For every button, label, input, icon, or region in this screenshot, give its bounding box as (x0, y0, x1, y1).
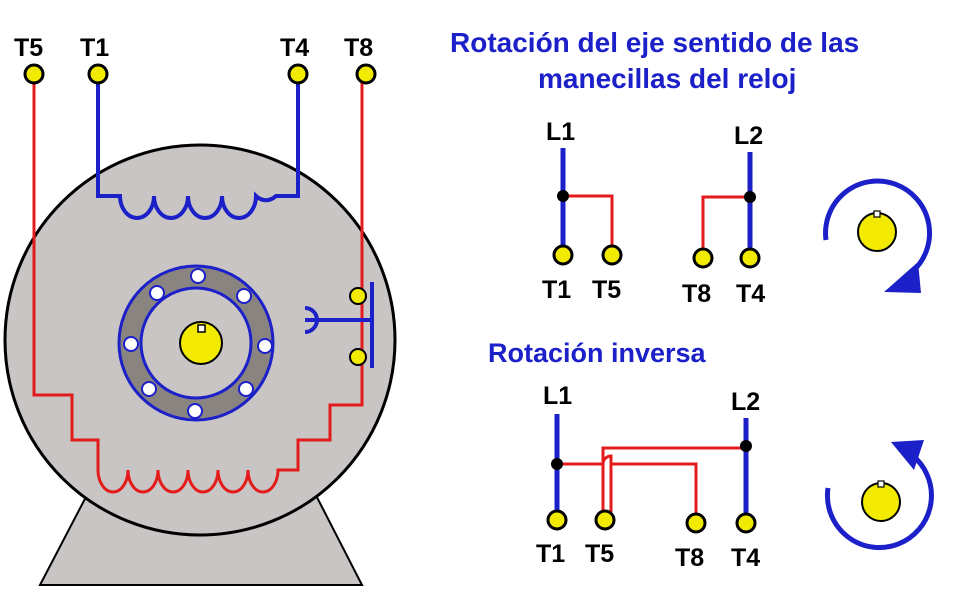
rotor-bolts (123, 268, 273, 419)
terminal-label: T1 (542, 276, 571, 304)
line-label-l1: L1 (543, 382, 572, 410)
junction-dot (551, 458, 563, 470)
terminal-label: T8 (682, 280, 711, 308)
motor-terminal-label: T8 (344, 34, 373, 62)
shaft-key (197, 324, 206, 333)
terminal-t8 (685, 512, 707, 534)
terminal-label: T1 (536, 540, 565, 568)
line-label-l1: L1 (546, 118, 575, 146)
terminal-t1 (546, 509, 568, 531)
terminal-t5 (601, 244, 623, 266)
subtitle-inverse: Rotación inversa (488, 338, 707, 368)
terminal-label: T4 (736, 280, 765, 308)
terminal-t8 (355, 63, 377, 85)
motor-terminal-label: T5 (14, 34, 43, 62)
junction-dot (557, 190, 569, 202)
junction-dot (740, 440, 752, 452)
junction-dot (744, 191, 756, 203)
terminal-label: T4 (731, 544, 760, 572)
line-label-l2: L2 (731, 388, 760, 416)
terminal-t1 (552, 244, 574, 266)
motor-terminal-label: T1 (80, 34, 109, 62)
counterclockwise-rotation-icon (824, 440, 934, 551)
motor: T5 T1 T4 T8 (3, 34, 397, 586)
terminal-t4 (739, 247, 761, 269)
motor-shaft (179, 321, 223, 365)
red-winding (32, 78, 364, 494)
terminal-t4 (735, 512, 757, 534)
terminal-t4 (287, 63, 309, 85)
terminal-t8 (692, 247, 714, 269)
terminal-t5 (23, 63, 45, 85)
terminal-label: T5 (585, 540, 614, 568)
blue-winding (96, 78, 300, 220)
inverse-connection: L1 L2 T1 T5 T8 T4 (536, 382, 934, 572)
terminal-label: T5 (592, 276, 621, 304)
terminal-label: T8 (675, 544, 704, 572)
terminal-t5 (594, 509, 616, 531)
title-line-1: Rotación del eje sentido de las (450, 27, 859, 58)
clockwise-connection: L1 L2 T1 T5 T8 T4 (542, 118, 932, 308)
clockwise-rotation-icon (823, 178, 932, 293)
centrifugal-switch (304, 282, 374, 368)
title-line-2: manecillas del reloj (538, 63, 796, 94)
motor-terminal-label: T4 (280, 34, 309, 62)
terminal-t1 (87, 63, 109, 85)
line-label-l2: L2 (734, 122, 763, 150)
